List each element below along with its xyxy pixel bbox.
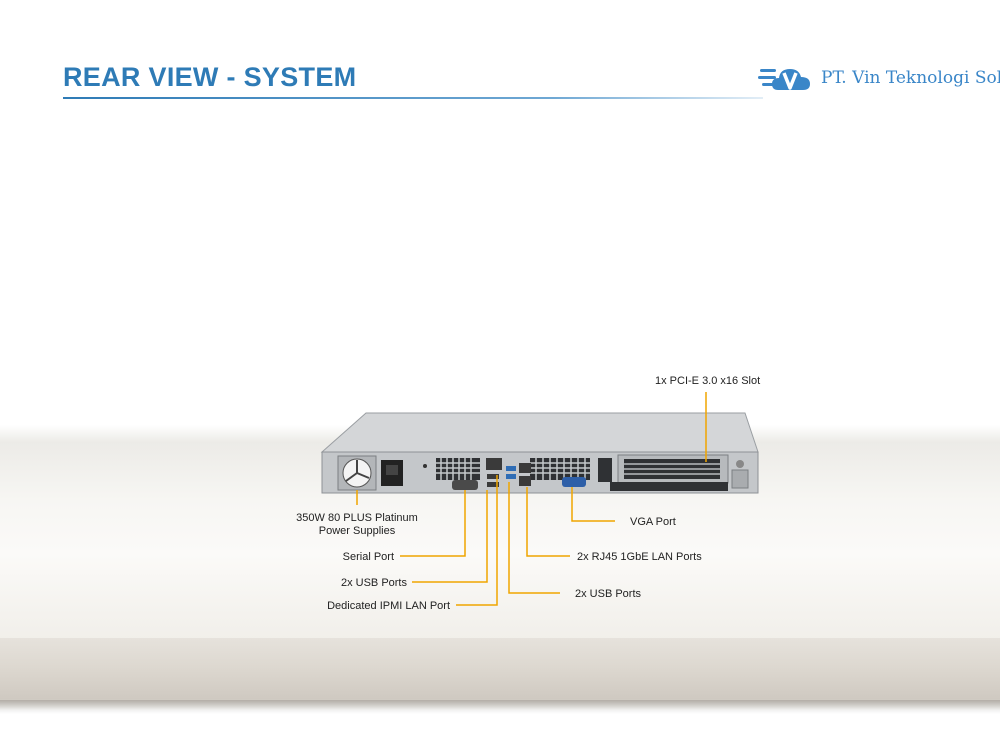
psu-label-line1: 350W 80 PLUS Platinum <box>296 512 418 524</box>
vga-port-label: VGA Port <box>630 516 676 528</box>
pcie-slot-label: 1x PCI-E 3.0 x16 Slot <box>655 375 760 387</box>
table-shadow <box>0 700 1000 714</box>
serial-port-icon <box>452 480 478 490</box>
usb-left-label: 2x USB Ports <box>341 577 408 589</box>
ipmi-lan-port-icon <box>486 458 502 470</box>
serial-port-label: Serial Port <box>343 551 394 563</box>
fan-blades-icon <box>345 460 370 482</box>
page-title: REAR VIEW - SYSTEM <box>63 62 357 92</box>
brand-logo: PT. Vin Teknologi Solusi <box>758 60 1000 100</box>
usb-port-icon <box>487 474 499 479</box>
usb3-port-icon <box>506 474 516 479</box>
ipmi-lan-label: Dedicated IPMI LAN Port <box>327 600 450 612</box>
title-underline <box>63 97 763 99</box>
rj45-port-icon <box>519 463 531 473</box>
table-edge <box>0 638 1000 710</box>
usb-right-label: 2x USB Ports <box>575 588 642 600</box>
usb-port-icon <box>487 482 499 487</box>
cloud-v-logo-icon <box>758 69 810 90</box>
chassis-top <box>320 412 759 453</box>
vga-port-icon <box>562 477 586 487</box>
lan-ports-label: 2x RJ45 1GbE LAN Ports <box>577 551 702 563</box>
brand-name: PT. Vin Teknologi Solusi <box>821 68 1000 88</box>
rj45-port-icon <box>519 476 531 486</box>
usb3-port-icon <box>506 466 516 471</box>
thumbscrew-icon <box>736 460 744 468</box>
psu-label-line2: Power Supplies <box>319 525 396 537</box>
callout-lines <box>356 392 707 606</box>
